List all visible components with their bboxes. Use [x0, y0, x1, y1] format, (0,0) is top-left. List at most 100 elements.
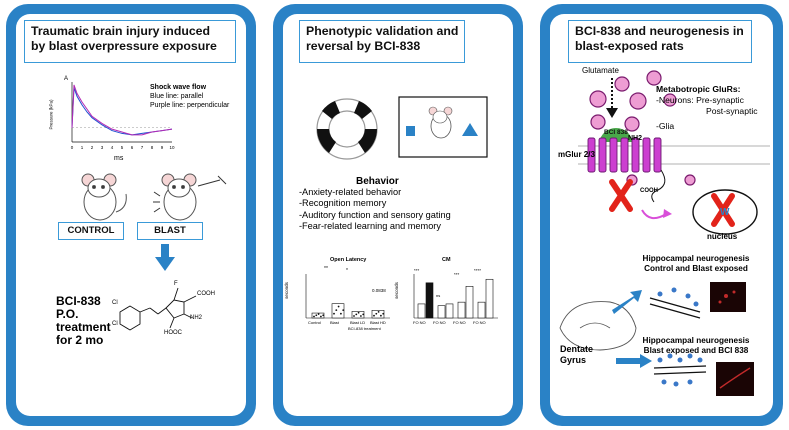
panel-neurogenesis — [540, 4, 783, 426]
down-arrow — [155, 244, 175, 271]
shock-x-tick: 5 — [121, 145, 124, 150]
panel3-title-box: BCI-838 and neurogenesis in blast-expose… — [568, 20, 752, 63]
ol-point — [360, 315, 362, 317]
neurogenesis-illustrations — [559, 282, 754, 396]
shock-x-tick: 0 — [71, 145, 74, 150]
panel1-title-line1: Traumatic brain injury induced — [31, 24, 211, 38]
mglur-line1: -Neurons: Pre-synaptic — [656, 95, 744, 105]
plot-letter-a: A — [64, 76, 69, 82]
treatment-line4: for 2 mo — [56, 333, 104, 347]
shock-wave-chart: 0 1 2 3 4 5 6 7 8 9 10 — [71, 82, 175, 150]
nh2-label: NH2 — [628, 135, 643, 142]
dentate-line1: Dentate — [560, 344, 594, 354]
blast-rat-illustration — [153, 173, 227, 221]
open-latency-ylabel: seconds — [283, 282, 289, 299]
cm-bar — [437, 305, 446, 319]
ol-point — [337, 305, 340, 308]
behavior-item: -Anxiety-related behavior — [299, 187, 402, 197]
neurogenesis-control-blast: Hippocampal neurogenesis Control and Bla… — [630, 254, 762, 274]
glutamate-label: Glutamate — [582, 66, 619, 75]
panel1-title-line2: by blast overpressure exposure — [31, 38, 217, 53]
cm-bar — [457, 301, 466, 319]
shock-x-tick: 3 — [101, 145, 104, 150]
cm-sig-2: ns — [436, 293, 441, 298]
panel-phenotypic-validation-body — [283, 14, 513, 416]
chem-f: F — [174, 281, 178, 287]
chem-cooh: COOH — [197, 291, 215, 297]
panel3-title-line2: blast-exposed rats — [575, 38, 684, 53]
y-axis-label: Pressure (kPa) — [48, 99, 54, 130]
open-latency-x-control: Control — [308, 320, 321, 325]
neuro2-line2: Blast exposed and BCI 838 — [643, 346, 749, 355]
neuro1-line2: Control and Blast exposed — [644, 264, 748, 273]
shock-x-tick: 8 — [151, 145, 154, 150]
open-latency-title: Open Latency — [330, 257, 367, 263]
cm-sig-3: *** — [454, 272, 460, 277]
behavior-item: -Fear-related learning and memory — [299, 221, 441, 232]
panel2-title-line1: Phenotypic validation and — [306, 24, 459, 38]
chem-cl-1: Cl — [112, 300, 118, 306]
mglur-line2: Post-synaptic — [706, 106, 758, 116]
ol-point — [333, 312, 335, 315]
ol-point — [313, 315, 315, 318]
ol-point — [335, 309, 338, 312]
ol-point — [355, 313, 358, 316]
open-latency-chart — [305, 274, 390, 319]
nucleus-w-label: W — [720, 207, 730, 218]
shock-x-tick: 1 — [81, 145, 84, 150]
receptor-diagram — [578, 70, 770, 235]
cm-bar — [465, 286, 474, 319]
behavior-item: -Auditory function and sensory gating — [299, 209, 451, 220]
shock-x-tick: 2 — [91, 145, 94, 150]
behavior-item: -Recognition memory — [299, 198, 387, 209]
shock-x-tick: 10 — [169, 145, 175, 150]
legend-purple: Purple line: perpendicular — [150, 102, 230, 109]
chem-nh2: NH2 — [190, 315, 203, 321]
neuro1-line1: Hippocampal neurogenesis — [642, 254, 750, 263]
cm-sig-1: *** — [414, 268, 420, 273]
ol-point — [322, 314, 325, 317]
control-label: CONTROL — [67, 225, 115, 236]
cooh-label: COOH — [640, 188, 658, 194]
novel-object-arena — [398, 96, 488, 158]
neurogenesis-blast-bci838: Hippocampal neurogenesis Blast exposed a… — [630, 336, 762, 356]
mglur-line3: -Glia — [656, 121, 675, 131]
cm-bar — [417, 303, 426, 319]
cm-bar — [445, 303, 454, 319]
ol-point — [362, 313, 365, 316]
elevated-zero-maze — [316, 98, 378, 160]
open-latency-x-blast-ld: Blast LD — [350, 320, 366, 325]
ol-point — [353, 315, 355, 317]
shock-x-tick: 6 — [131, 145, 134, 150]
panel1-title-box: Traumatic brain injury induced by blast … — [24, 20, 236, 63]
shock-x-tick: 9 — [161, 145, 164, 150]
treatment-line3: treatment — [56, 320, 111, 334]
mglur-title: Metabotropic GluRs: — [656, 84, 741, 94]
panel3-title-line1: BCI-838 and neurogenesis in — [575, 24, 744, 38]
ol-point — [340, 312, 342, 315]
ol-point — [320, 315, 322, 318]
dentate-line2: Gyrus — [560, 355, 587, 365]
shock-x-tick: 7 — [141, 145, 144, 150]
cm-bar — [485, 278, 494, 319]
shock-x-tick: 4 — [111, 145, 114, 150]
panel2-title-box: Phenotypic validation and reversal by BC… — [299, 20, 465, 63]
ol-point — [357, 311, 360, 314]
ol-point — [382, 312, 385, 315]
treatment-line2: P.O. — [56, 307, 79, 321]
neuro2-line1: Hippocampal neurogenesis — [642, 336, 750, 345]
open-latency-x-blast-hd: Blast HD — [370, 320, 386, 325]
open-latency-pval: 0.0838 — [372, 288, 386, 293]
cm-chart — [413, 274, 498, 319]
open-latency-x-blast: Blast — [330, 320, 339, 325]
receptor-label: mGlur 2/3 — [558, 150, 595, 159]
ol-point — [380, 314, 382, 317]
panel-phenotypic-validation — [273, 4, 523, 426]
open-latency-sig-2: * — [346, 268, 348, 274]
legend-blue: Blue line: parallel — [150, 93, 204, 100]
cm-x-3: FO NO — [453, 320, 466, 325]
ol-point — [342, 309, 345, 312]
ol-point — [315, 314, 318, 317]
open-latency-group-label: BCI-838 treatment — [348, 326, 381, 331]
bci838-chemical-structure — [119, 287, 197, 331]
